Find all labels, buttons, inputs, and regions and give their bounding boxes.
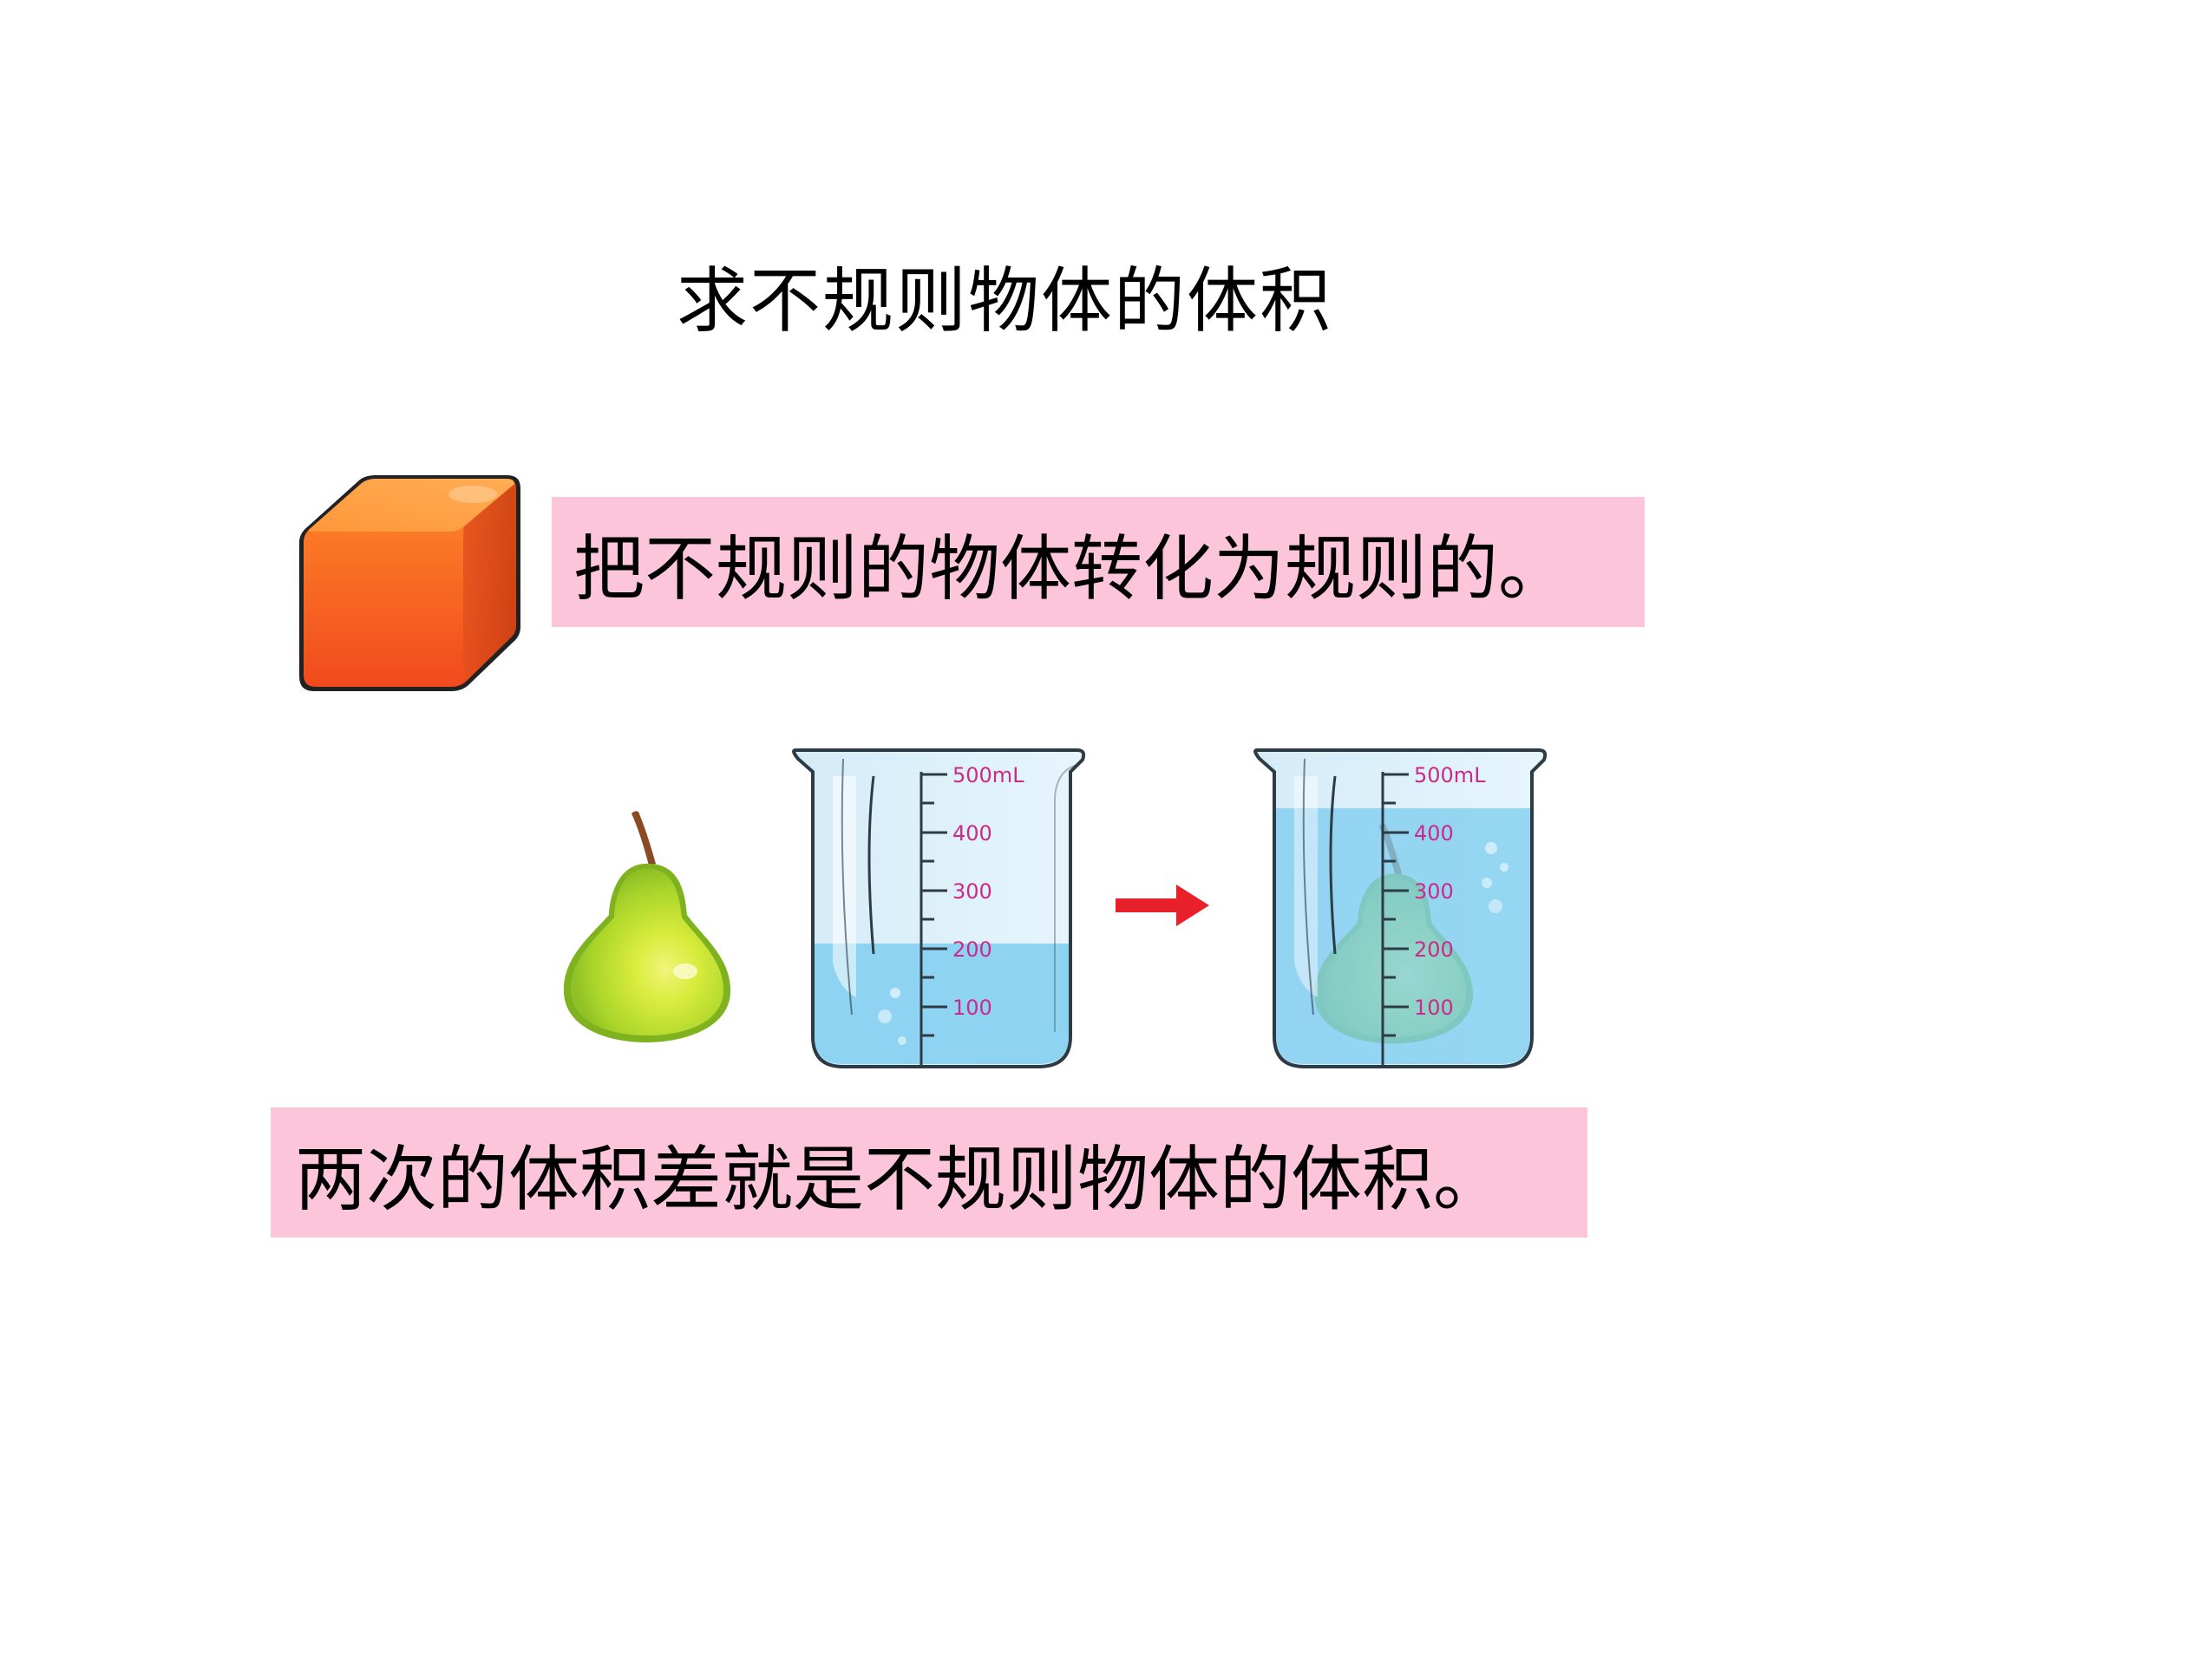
scale-label-500: 500mL — [952, 763, 1024, 787]
callout-convert-to-regular: 把不规则的物体转化为规则的。 — [552, 497, 1645, 627]
scale-label-200: 200 — [1414, 937, 1454, 962]
scale-label-500: 500mL — [1414, 763, 1486, 787]
measuring-beaker-before: 500mL 400 300 200 100 — [792, 748, 1086, 1068]
measuring-beaker-after: 500mL 400 300 200 100 — [1253, 748, 1548, 1068]
right-arrow-icon — [1116, 885, 1209, 926]
page-title: 求不规则物体的体积 — [677, 260, 1333, 343]
pear-icon — [563, 811, 731, 1042]
scale-label-200: 200 — [952, 937, 992, 962]
scale-label-100: 100 — [952, 996, 992, 1020]
callout-text: 把不规则的物体转化为规则的。 — [573, 527, 1570, 611]
callout-volume-difference: 两次的体积差就是不规则物体的体积。 — [271, 1107, 1587, 1238]
scale-label-100: 100 — [1414, 996, 1454, 1020]
scale-label-300: 300 — [1414, 879, 1454, 904]
orange-cube-icon — [299, 475, 520, 691]
scale-label-300: 300 — [952, 879, 992, 904]
scale-label-400: 400 — [1414, 821, 1454, 846]
scale-label-400: 400 — [952, 821, 992, 846]
callout-text: 两次的体积差就是不规则物体的体积。 — [295, 1138, 1505, 1221]
